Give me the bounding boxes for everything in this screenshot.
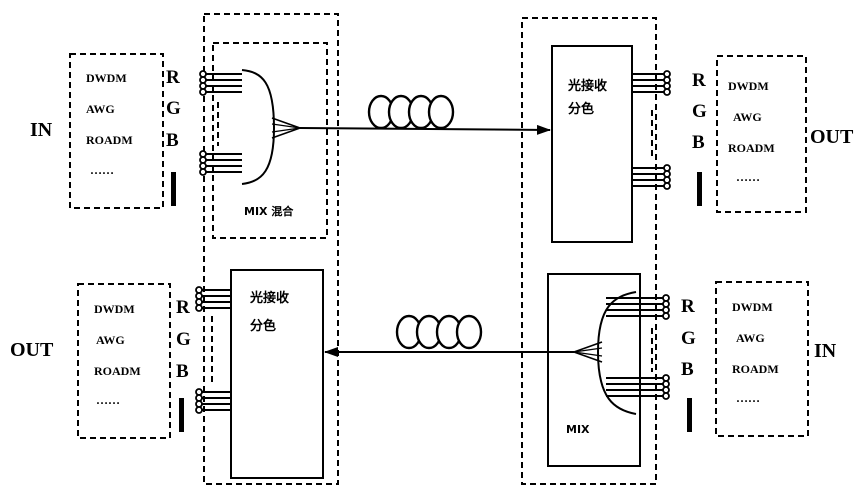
item-roadm: ROADM <box>86 133 133 147</box>
mixer-top-outline <box>212 42 328 239</box>
channel-g: G <box>176 329 191 350</box>
mixer-bottom-box <box>547 273 641 467</box>
item-ellipsis: …… <box>736 170 760 184</box>
mixer-top-curve <box>241 69 276 185</box>
item-dwdm: DWDM <box>728 79 769 93</box>
connector-ring <box>199 76 207 84</box>
item-ellipsis: …… <box>90 163 114 177</box>
channel-g: G <box>681 328 696 349</box>
connector-ring <box>662 312 670 320</box>
out-label-bottom: OUT <box>10 339 54 361</box>
fiber-link-top <box>299 124 551 135</box>
connector-ring <box>663 70 671 78</box>
mixer-top-label: MIX 混合 <box>244 205 294 218</box>
left-module-outline <box>203 13 339 485</box>
channel-g: G <box>692 101 707 122</box>
channel-b: B <box>692 132 705 153</box>
receiver-bottom-box <box>230 269 324 479</box>
connector-ring <box>195 304 203 312</box>
in-label-top: IN <box>30 119 53 141</box>
connector-ring <box>195 406 203 414</box>
mixer-bottom-curve <box>596 291 637 415</box>
receiver-top-line2: 分色 <box>568 102 595 117</box>
item-dwdm: DWDM <box>86 71 127 85</box>
connector-ring <box>663 182 671 190</box>
list-box-right-top <box>716 55 807 213</box>
item-awg: AWG <box>733 110 762 124</box>
item-awg: AWG <box>96 333 125 347</box>
fiber-coil-loop <box>455 314 483 350</box>
channel-b: B <box>176 361 189 382</box>
receiver-bottom-line2: 分色 <box>250 319 277 334</box>
mixer-top-fan-inner <box>271 123 301 133</box>
item-ellipsis: …… <box>96 393 120 407</box>
item-roadm: ROADM <box>94 364 141 378</box>
receiver-top-box <box>551 45 633 243</box>
diagram-marks <box>195 69 671 415</box>
channel-g: G <box>166 98 181 119</box>
connector-ring <box>199 168 207 176</box>
item-dwdm: DWDM <box>94 302 135 316</box>
channel-r: R <box>681 296 695 317</box>
fiber-coil-loop <box>427 94 455 130</box>
connector-ring <box>663 88 671 96</box>
list-box-right-bottom <box>715 281 809 437</box>
mixer-bottom-label: MIX <box>566 423 590 436</box>
item-ellipsis: …… <box>736 391 760 405</box>
receiver-top-line1: 光接收 <box>568 79 608 94</box>
item-awg: AWG <box>736 331 765 345</box>
list-box-left-top <box>69 53 164 209</box>
item-roadm: ROADM <box>728 141 775 155</box>
item-awg: AWG <box>86 102 115 116</box>
connector-ring <box>199 88 207 96</box>
connector-ring <box>663 76 671 84</box>
connector-ring <box>199 70 207 78</box>
channel-b: B <box>166 130 179 151</box>
list-box-left-bottom <box>77 283 171 439</box>
in-label-bottom: IN <box>814 340 837 362</box>
out-label-top: OUT <box>810 126 854 148</box>
channel-r: R <box>166 67 180 88</box>
channel-r: R <box>176 297 190 318</box>
channel-r: R <box>692 70 706 91</box>
item-dwdm: DWDM <box>732 300 773 314</box>
receiver-bottom-line1: 光接收 <box>250 291 290 306</box>
connector-ring <box>662 392 670 400</box>
channel-b: B <box>681 359 694 380</box>
connector-ring <box>663 82 671 90</box>
item-roadm: ROADM <box>732 362 779 376</box>
connector-ring <box>199 82 207 90</box>
